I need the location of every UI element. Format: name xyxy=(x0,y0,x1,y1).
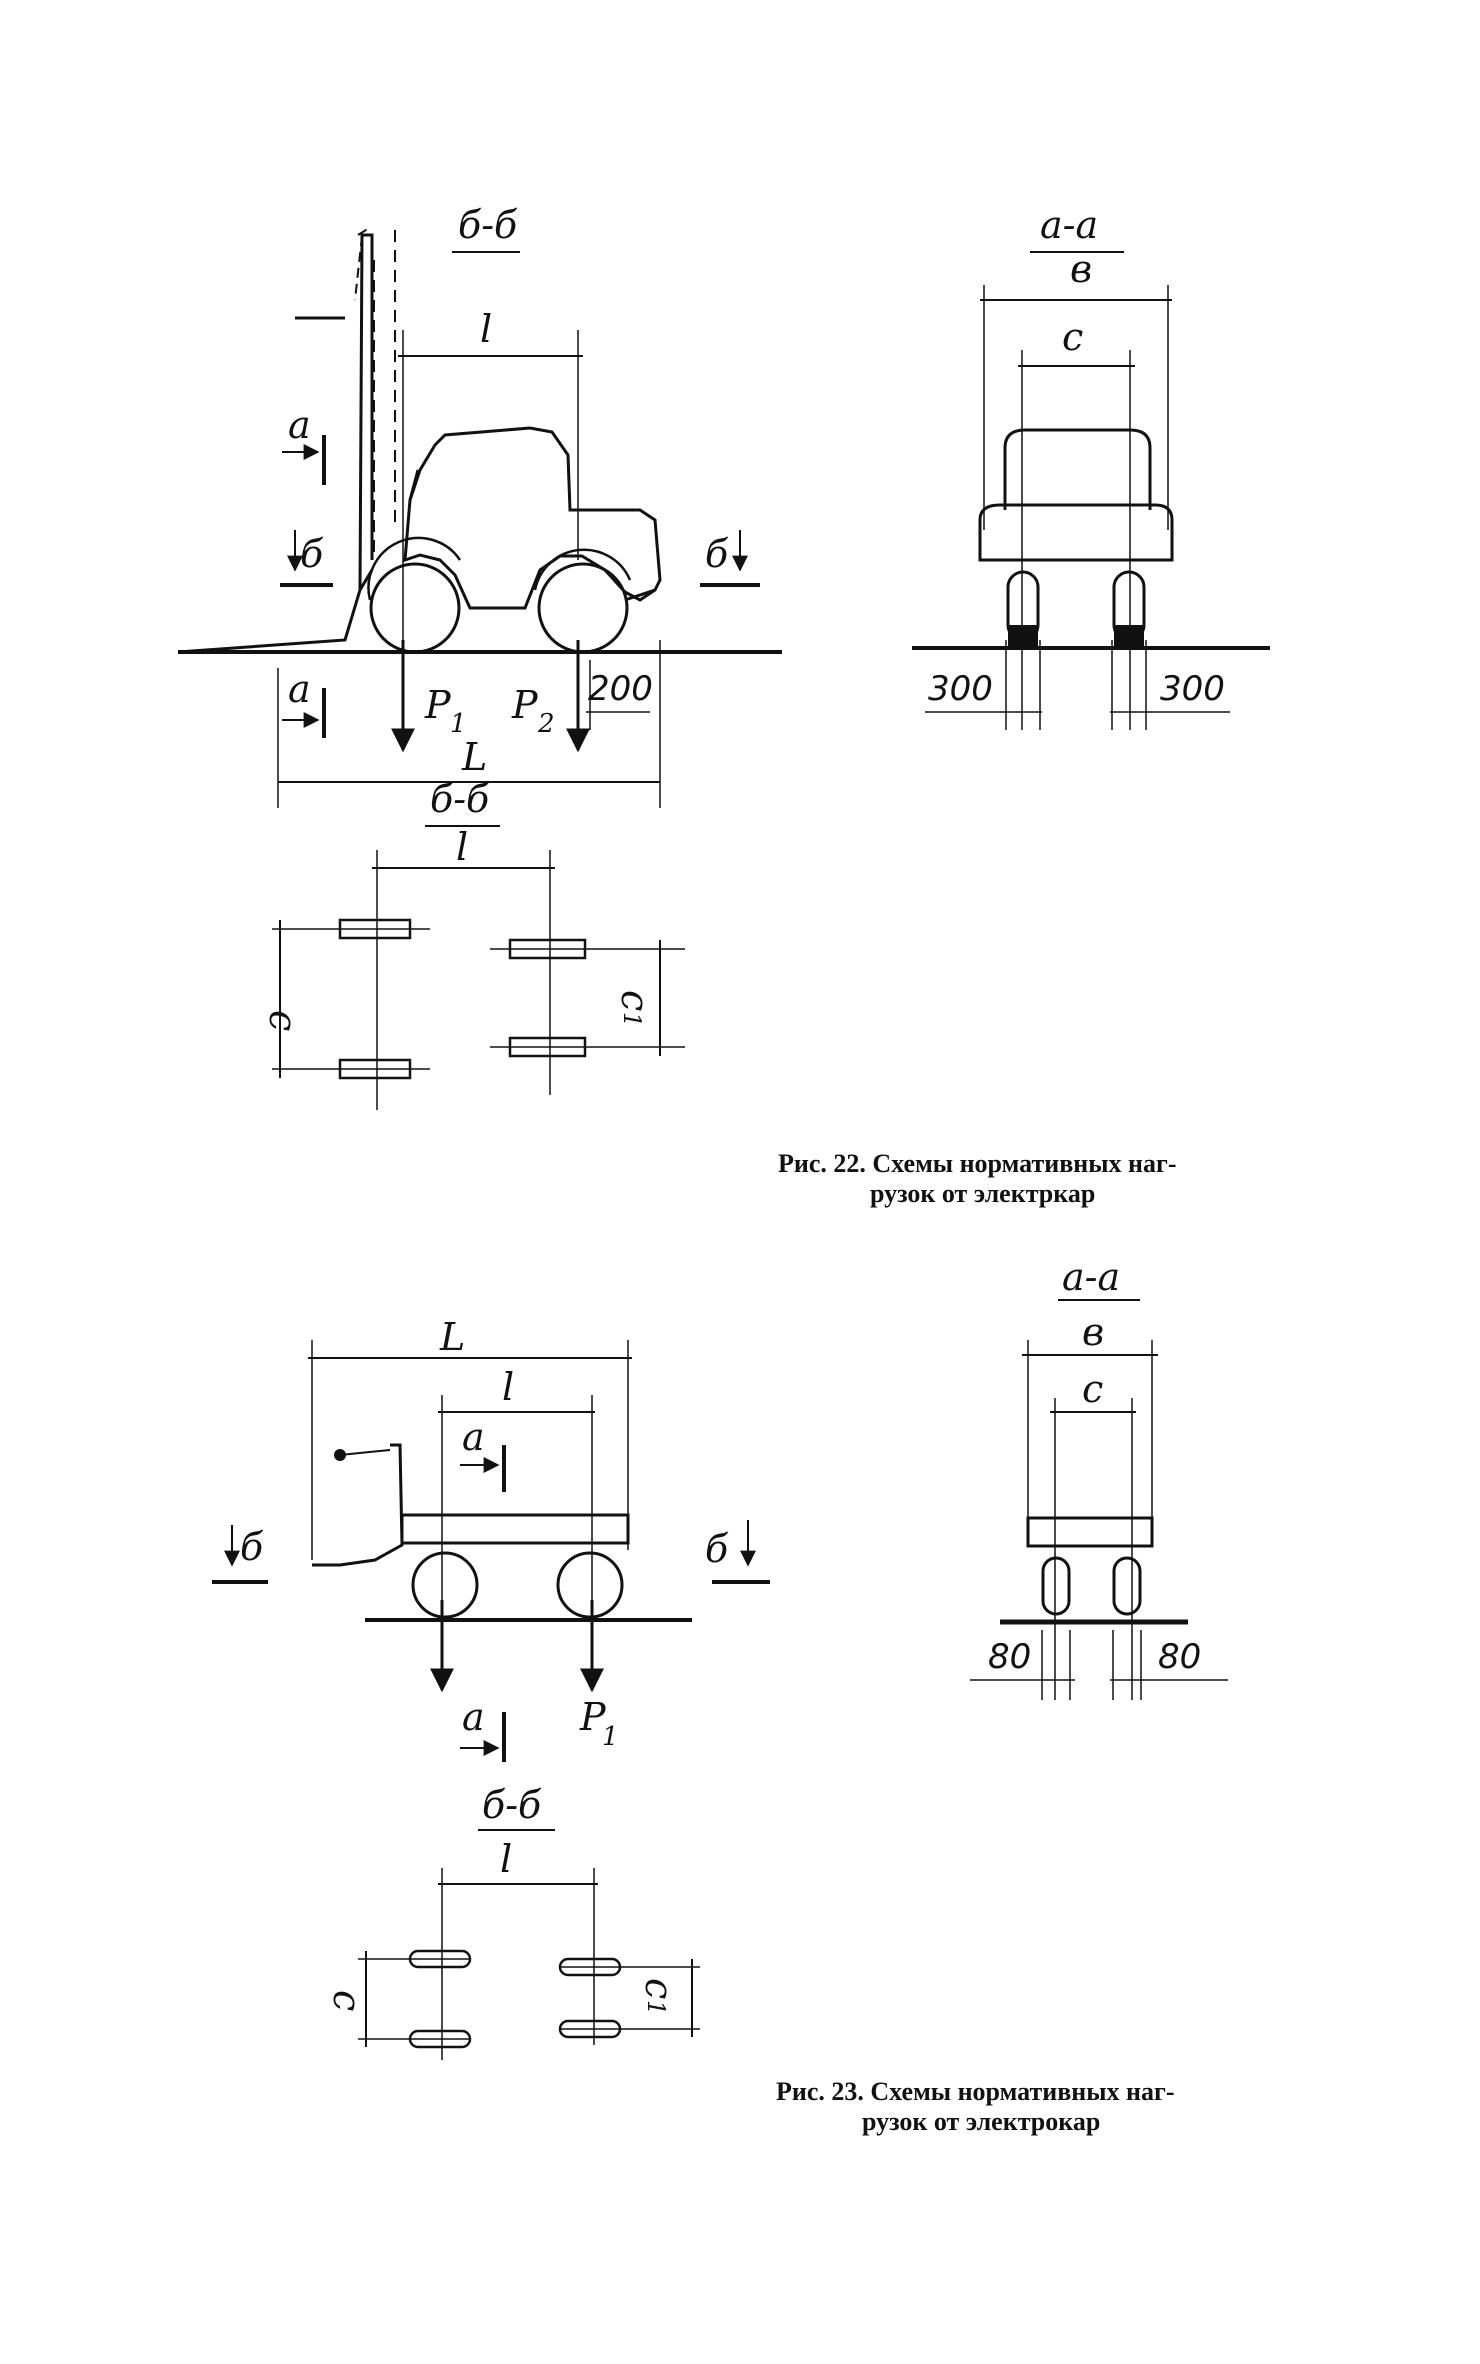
fig23-section-a-lower: a xyxy=(462,1695,485,1739)
fig23-label-b: в xyxy=(1082,1310,1104,1354)
fig23-dim-80-right: 80 xyxy=(1158,1637,1201,1677)
body-profile xyxy=(978,503,1174,562)
section-mark-b-left: б xyxy=(300,532,324,576)
cab-edge xyxy=(408,469,420,501)
fig23-plan-bb: б-б l c c 1 xyxy=(325,1783,700,2060)
section-mark-a-upper: a xyxy=(288,403,311,447)
fig22-plan-title: б-б xyxy=(430,777,490,821)
fig23-caption-line2: рузок от электрокар xyxy=(862,2107,1100,2136)
cab-profile xyxy=(1003,428,1152,510)
fig22-caption-line1: Рис. 22. Схемы нормативных наг- xyxy=(778,1149,1177,1178)
rear-bumper xyxy=(624,588,656,602)
fig23-label-p1: P xyxy=(579,1695,607,1739)
fig22-plan-bb: б-б l c c 1 xyxy=(261,777,685,1110)
fig23-section-platform xyxy=(1026,1516,1154,1548)
mast-dashed xyxy=(373,230,396,560)
fig22-plan-c1-sub: 1 xyxy=(618,1012,646,1027)
fork-blade xyxy=(177,569,374,654)
fig23-side-view: L l a б б P 1 a xyxy=(212,1315,770,1762)
fig23-section-b-right: б xyxy=(705,1527,729,1571)
fig22-label-c: c xyxy=(1062,315,1083,359)
fig23-caption-line1: Рис. 23. Схемы нормативных наг- xyxy=(776,2077,1175,2106)
right-wheel-contact xyxy=(1114,625,1144,647)
fig22-section-aa: a-a в c 300 300 xyxy=(912,203,1270,730)
label-p2: P xyxy=(511,683,539,727)
fig23-plan-c1: c xyxy=(637,1978,681,1999)
fig23-plan-l: l xyxy=(500,1837,512,1881)
rear-fender xyxy=(533,548,632,591)
fig22-side-view: б-б l a б б xyxy=(177,203,782,808)
label-p1-sub: 1 xyxy=(450,709,467,739)
front-panel xyxy=(312,1443,404,1567)
fig22-plan-c: c xyxy=(261,1010,305,1031)
fig22-plan-c1: c xyxy=(613,990,657,1011)
fig23-rear-wheel xyxy=(556,1551,624,1619)
dim-200: 200 xyxy=(588,669,653,709)
fig23-label-c: c xyxy=(1082,1367,1103,1411)
mast-extension xyxy=(354,228,371,301)
fig23-section-b-left: б xyxy=(240,1525,264,1569)
tow-handle xyxy=(339,1449,391,1456)
fig22-section-title-aa: a-a xyxy=(1040,203,1098,247)
fig23-section-aa: a-a в c 80 80 xyxy=(970,1255,1228,1700)
fig23-label-l: l xyxy=(502,1365,514,1409)
fig23-dim-80-left: 80 xyxy=(988,1637,1031,1677)
label-p1: P xyxy=(424,683,452,727)
fig23-front-wheel xyxy=(411,1551,479,1619)
cargo-platform xyxy=(400,1513,630,1545)
fig22-label-L: L xyxy=(461,735,487,779)
fig23-section-title-aa: a-a xyxy=(1062,1255,1120,1299)
fig23-plan-title: б-б xyxy=(482,1783,542,1827)
left-wheel-contact xyxy=(1008,625,1038,647)
fig22-label-l: l xyxy=(480,307,492,351)
fig23-section-wheel-left xyxy=(1041,1556,1071,1616)
section-mark-b-right: б xyxy=(705,532,729,576)
fig23-plan-c1-sub: 1 xyxy=(642,2000,670,2015)
vehicle-body xyxy=(403,426,662,610)
front-wheel xyxy=(369,562,461,654)
fig22-plan-l: l xyxy=(456,825,468,869)
section-mark-a-lower: a xyxy=(288,667,311,711)
fig23-section-a-upper: a xyxy=(462,1415,485,1459)
fig23-section-wheel-right xyxy=(1112,1556,1142,1616)
dim-300-right: 300 xyxy=(1160,669,1225,709)
fig23-label-p1-sub: 1 xyxy=(602,1722,619,1752)
front-fender xyxy=(367,536,462,601)
mast xyxy=(358,233,374,591)
fig23-plan-c: c xyxy=(325,1990,369,2011)
dim-300-left: 300 xyxy=(928,669,993,709)
fig22-caption-line2: рузок от электркар xyxy=(870,1179,1095,1208)
label-p2-sub: 2 xyxy=(537,709,555,739)
rear-wheel xyxy=(537,562,629,654)
fig22-label-b: в xyxy=(1070,247,1092,291)
fig22-section-title-bb: б-б xyxy=(458,203,518,247)
fig23-label-L: L xyxy=(439,1315,465,1359)
